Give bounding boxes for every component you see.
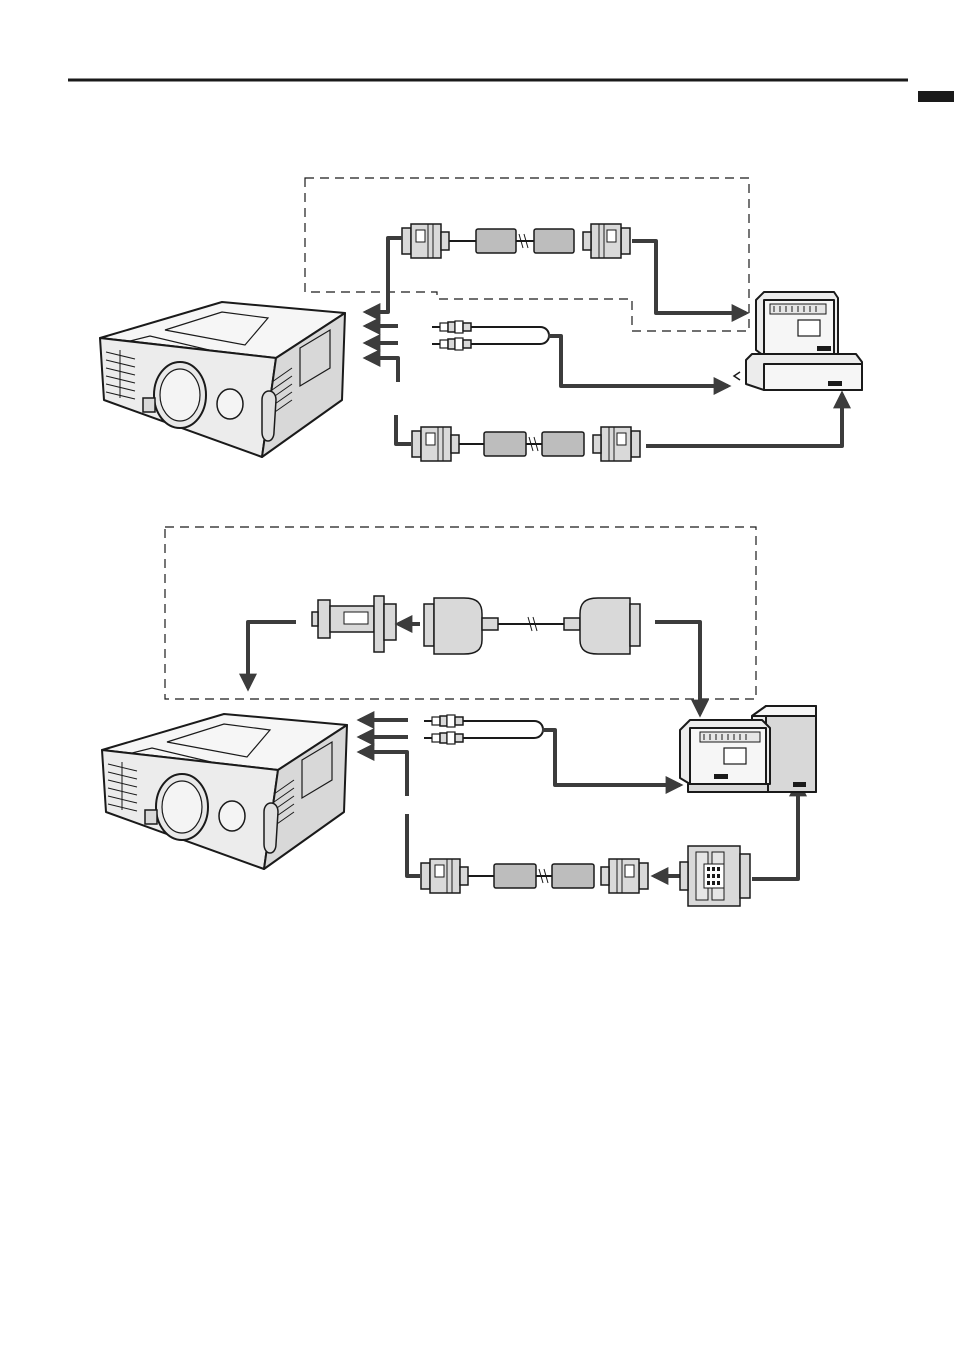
optional-connection-box [305, 178, 749, 331]
computer-monitor [756, 292, 838, 356]
projector-2 [102, 714, 347, 869]
audio-cable-2-route [542, 730, 680, 785]
audio-cable-route-computer [548, 336, 728, 386]
rgb-cable-route-projector [366, 358, 398, 382]
desktop-computer [680, 706, 816, 792]
rgb-cable-2-route-bend [407, 814, 420, 876]
diagram-connection-1 [100, 178, 862, 461]
monitor-cable-2 [424, 598, 640, 654]
monitor-cable-route-monitor [632, 241, 746, 313]
monitor-adapter [312, 596, 396, 652]
monitor-cable-2-route [655, 622, 700, 714]
computer-unit [734, 354, 862, 390]
monitor-cable [402, 224, 630, 258]
diagram-connection-2 [102, 527, 816, 906]
side-tab-marker [918, 91, 954, 102]
audio-cable [432, 321, 549, 350]
projector [100, 302, 345, 457]
rgb-cable-route-computer [646, 394, 842, 446]
mac-adapter [680, 846, 750, 906]
rgb-cable [412, 427, 640, 461]
rgb-cable-2-route-projector [360, 752, 407, 796]
monitor-cable-route-projector [366, 238, 402, 312]
rgb-cable-route-bend [396, 415, 411, 444]
rgb-cable-2 [421, 859, 648, 893]
adapter-route-projector [248, 622, 296, 688]
audio-cable-2 [424, 715, 543, 744]
mac-adapter-route-computer [752, 782, 798, 879]
